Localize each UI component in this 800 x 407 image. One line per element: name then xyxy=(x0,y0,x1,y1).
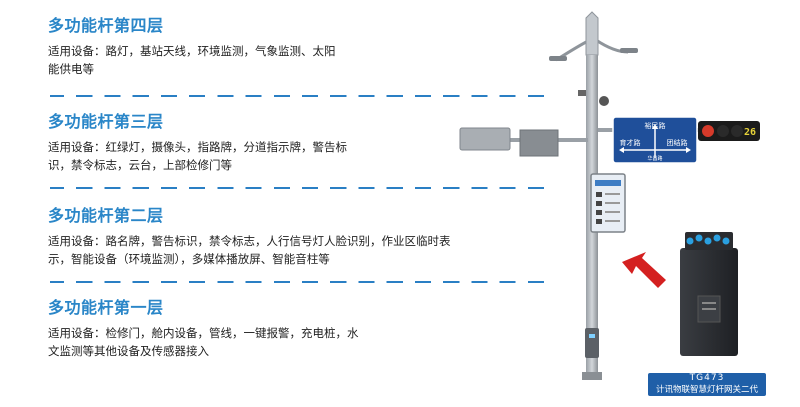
divider-2 xyxy=(50,187,550,189)
gateway-label: TG473 计讯物联智慧灯杆网关二代 xyxy=(648,373,766,396)
signal-countdown: 26 xyxy=(744,127,756,138)
maintenance-door xyxy=(585,328,599,358)
traffic-signal: 26 xyxy=(698,121,760,141)
layer-2-description: 适用设备：路名牌，警告标识，禁令标志，人行信号灯人脸识别，作业区临时表示，智能设… xyxy=(48,234,451,266)
gateway-model: TG473 xyxy=(689,373,725,383)
layer-3-description: 适用设备：红绿灯，摄像头，指路牌，分道指示牌，警告标识，禁令标志，云台，上部检修… xyxy=(48,140,347,172)
layer-2-title: 多功能杆第二层 xyxy=(48,206,164,225)
gateway-device xyxy=(680,232,738,356)
smart-pole-illustration: 裕民路 育才路 团结路 华昌路 26 xyxy=(459,11,760,380)
layer-1-description: 适用设备：检修门，舱内设备，管线，一键报警，充电桩，水文监测等其他设备及传感器接… xyxy=(48,326,359,358)
sign-left-text: 育才路 xyxy=(620,138,641,147)
sign-right-text: 团结路 xyxy=(667,138,688,147)
pole-base xyxy=(582,372,602,380)
pointer-arrow-icon xyxy=(622,252,666,288)
layer-1-title: 多功能杆第一层 xyxy=(48,298,164,317)
divider-3 xyxy=(50,281,550,283)
left-arm xyxy=(459,127,588,157)
media-screen xyxy=(590,173,626,233)
layer-4-description: 适用设备：路灯，基站天线，环境监测，气象监测、太阳能供电等 xyxy=(48,44,336,76)
gateway-name: 计讯物联智慧灯杆网关二代 xyxy=(655,385,758,395)
sign-bottom-text: 华昌路 xyxy=(647,155,662,162)
layer-4-title: 多功能杆第四层 xyxy=(48,16,164,35)
sign-top-text: 裕民路 xyxy=(645,121,666,130)
camera-icon xyxy=(578,90,609,106)
layer-3-title: 多功能杆第三层 xyxy=(48,112,164,131)
direction-sign: 裕民路 育才路 团结路 华昌路 xyxy=(612,116,698,164)
street-lamp xyxy=(549,11,638,62)
divider-1 xyxy=(50,95,550,97)
